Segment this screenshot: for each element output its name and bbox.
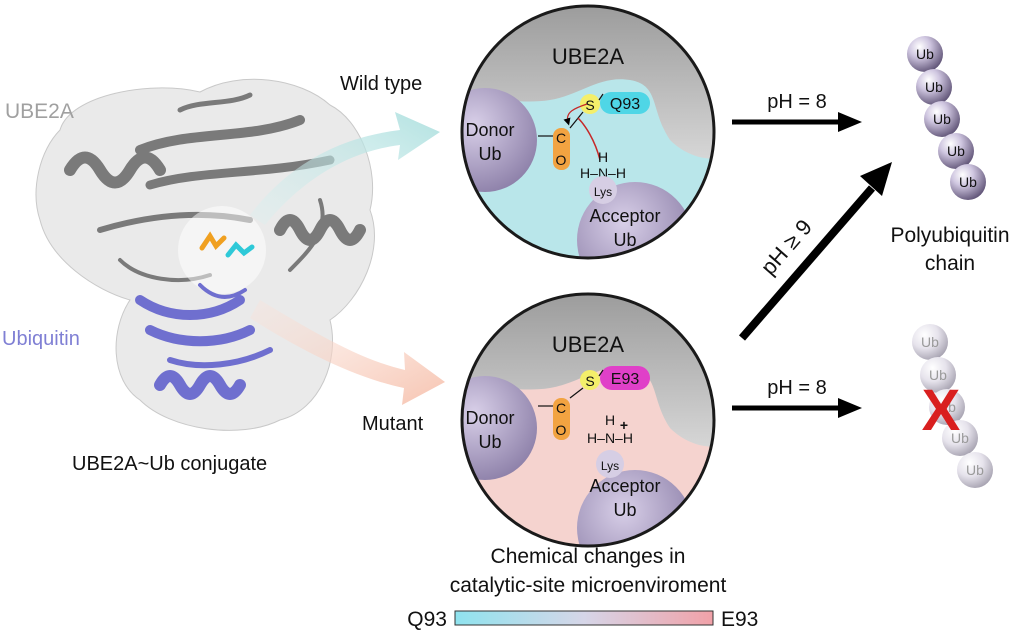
wt-amine-h-top: H bbox=[598, 149, 608, 165]
blocked-ub-bead-1 bbox=[912, 324, 948, 360]
mut-amine-plus: + bbox=[620, 417, 628, 433]
poly-ub-label-4: Ub bbox=[947, 143, 965, 159]
wt-ube2a-surface bbox=[462, 6, 714, 159]
legend-title-line1: Chemical changes in bbox=[491, 545, 686, 568]
wt-ph8-arrow bbox=[732, 112, 862, 132]
mut-residue-label: E93 bbox=[611, 371, 640, 388]
diagonal-ph9-arrow bbox=[738, 162, 892, 341]
blocked-ub-label-5: Ub bbox=[966, 462, 984, 478]
mut-ube2a-surface bbox=[462, 294, 714, 447]
mutant-row-label: Mutant bbox=[362, 413, 424, 435]
wt-donor-line2: Ub bbox=[478, 144, 501, 164]
poly-ub-bead-2 bbox=[916, 69, 952, 105]
blocked-ub-label-4: Ub bbox=[951, 430, 969, 446]
mut-amine-h-top: H bbox=[605, 412, 615, 428]
mut-ph8-arrow bbox=[732, 398, 862, 418]
poly-ub-bead-3 bbox=[924, 101, 960, 137]
mut-acceptor-line2: Ub bbox=[613, 500, 636, 520]
wt-donor-ub bbox=[462, 88, 537, 192]
mut-residue-badge bbox=[600, 366, 650, 390]
poly-ub-bead-1 bbox=[907, 36, 943, 72]
poly-ub-label-1: Ub bbox=[916, 46, 934, 62]
polyubiquitin-caption-line2: chain bbox=[925, 252, 975, 275]
blocked-chain bbox=[912, 324, 993, 488]
wt-amine-row: H–N–H bbox=[580, 165, 626, 181]
polyubiquitin-chain bbox=[907, 36, 986, 200]
wt-attack-arrow bbox=[577, 117, 601, 161]
wt-thioester bbox=[538, 92, 650, 170]
mut-thioester bbox=[538, 366, 650, 440]
mut-carbonyl-o: O bbox=[556, 422, 567, 438]
mut-donor-ub bbox=[462, 376, 537, 480]
legend-left-label: Q93 bbox=[407, 608, 447, 631]
blocked-ub-bead-2 bbox=[920, 357, 956, 393]
wt-sulfur-label: S bbox=[585, 97, 594, 113]
wt-carbonyl-c: C bbox=[556, 130, 566, 146]
wt-lys-bead bbox=[589, 176, 617, 204]
wt-enzyme-label: UBE2A bbox=[552, 44, 624, 69]
wt-carbonyl-o: O bbox=[556, 152, 567, 168]
wt-residue-badge bbox=[600, 92, 650, 114]
poly-ub-label-3: Ub bbox=[933, 111, 951, 127]
mut-sulfur-label: S bbox=[585, 373, 594, 389]
blocked-x-mark: X bbox=[922, 378, 961, 443]
legend-right-label: E93 bbox=[721, 608, 758, 631]
wt-donor-line1: Donor bbox=[465, 120, 514, 140]
polyubiquitin-caption-line1: Polyubiquitin bbox=[890, 224, 1009, 247]
poly-ub-label-2: Ub bbox=[925, 79, 943, 95]
mut-acceptor-ub bbox=[577, 470, 693, 546]
blocked-ub-bead-3 bbox=[929, 389, 965, 425]
wt-acceptor-ub bbox=[577, 182, 693, 258]
legend-title-line2: catalytic-site microenviroment bbox=[450, 574, 727, 597]
legend-gradient-bar bbox=[454, 610, 714, 626]
mut-enzyme-label: UBE2A bbox=[552, 332, 624, 357]
poly-ub-label-5: Ub bbox=[959, 174, 977, 190]
blocked-ub-label-3: Ub bbox=[938, 399, 956, 415]
blocked-ub-bead-4 bbox=[942, 420, 978, 456]
diagonal-ph9-label: pH ≥ 9 bbox=[756, 214, 817, 279]
wild-type-arrow bbox=[250, 112, 440, 225]
blocked-ub-bead-5 bbox=[957, 452, 993, 488]
mut-donor-line2: Ub bbox=[478, 432, 501, 452]
poly-ub-bead-5 bbox=[950, 164, 986, 200]
mutant-arrow bbox=[250, 300, 445, 405]
active-site-residues bbox=[199, 231, 255, 258]
wt-residue-label: Q93 bbox=[610, 96, 640, 113]
mut-lys-label: Lys bbox=[601, 459, 619, 473]
wild-type-row-label: Wild type bbox=[340, 73, 422, 95]
mut-donor-line1: Donor bbox=[465, 408, 514, 428]
wt-sulfur-atom bbox=[580, 94, 600, 114]
mut-carbonyl-c: C bbox=[556, 400, 566, 416]
mut-sulfur-atom bbox=[580, 370, 600, 390]
wt-lys-label: Lys bbox=[594, 185, 612, 199]
poly-ub-bead-4 bbox=[938, 133, 974, 169]
wt-acceptor-line2: Ub bbox=[613, 230, 636, 250]
ube2a-protein-label: UBE2A bbox=[5, 100, 74, 123]
blocked-ub-label-1: Ub bbox=[921, 334, 939, 350]
wt-acceptor-line1: Acceptor bbox=[589, 206, 660, 226]
mut-amine-row: H–N–H bbox=[587, 430, 633, 446]
conjugate-caption: UBE2A~Ub conjugate bbox=[72, 453, 267, 475]
blocked-ub-label-2: Ub bbox=[929, 367, 947, 383]
protein-structure bbox=[35, 78, 445, 431]
catalytic-site-highlight bbox=[178, 206, 266, 294]
wt-ph8-label: pH = 8 bbox=[767, 91, 826, 113]
mut-ph8-label: pH = 8 bbox=[767, 377, 826, 399]
mut-lys-bead bbox=[596, 450, 624, 478]
mut-acceptor-line1: Acceptor bbox=[589, 476, 660, 496]
ubiquitin-protein-label: Ubiquitin bbox=[2, 328, 80, 350]
ubiquitin-ribbon bbox=[135, 283, 273, 400]
wild-type-active-site bbox=[460, 4, 716, 260]
mutant-active-site bbox=[460, 292, 716, 548]
